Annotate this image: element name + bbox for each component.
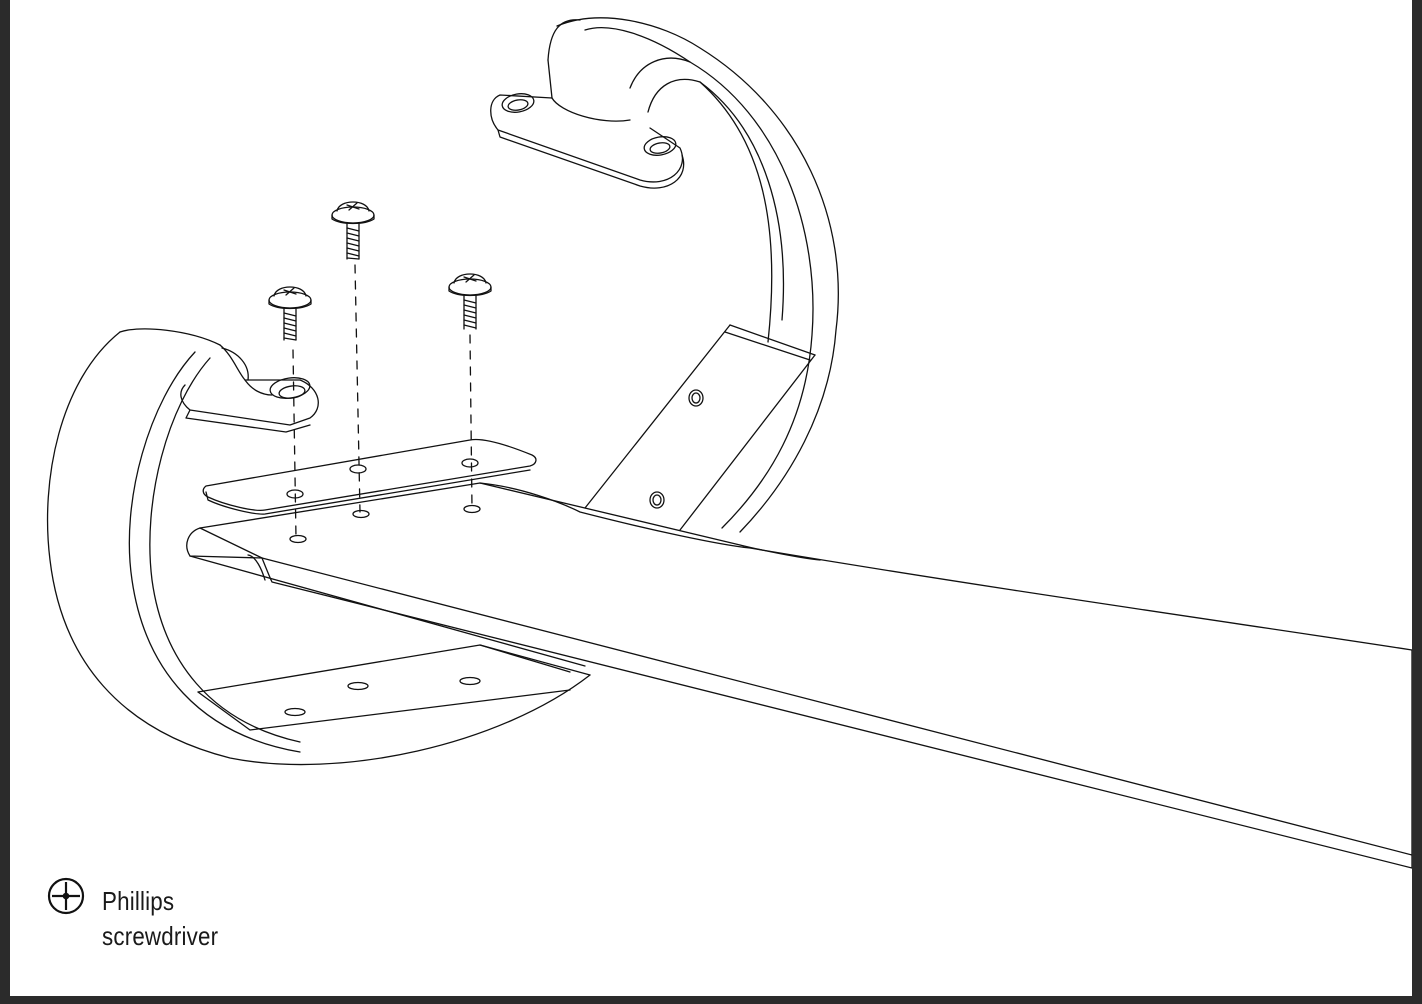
machine-screw: [268, 286, 312, 341]
phillips-screwdriver-icon: [47, 877, 85, 915]
mounting-tab-left: [180, 344, 319, 433]
mounting-tab-right: [490, 93, 685, 189]
mounting-plate: [202, 438, 537, 515]
tool-requirement: Phillips screwdriver: [46, 874, 306, 964]
rocker-arc-left: [46, 328, 591, 766]
tool-name-line-1: Phillips: [102, 886, 175, 916]
tool-name: Phillips screwdriver: [102, 884, 218, 954]
alignment-lines: [292, 264, 473, 539]
machine-screw: [331, 201, 375, 260]
seat-plank: [186, 482, 1412, 869]
rocker-arc-right: [547, 17, 839, 533]
instruction-sheet: Phillips screwdriver: [10, 0, 1412, 996]
machine-screw: [448, 273, 492, 330]
tool-name-line-2: screwdriver: [102, 921, 219, 951]
assembly-drawing: [46, 17, 1412, 869]
